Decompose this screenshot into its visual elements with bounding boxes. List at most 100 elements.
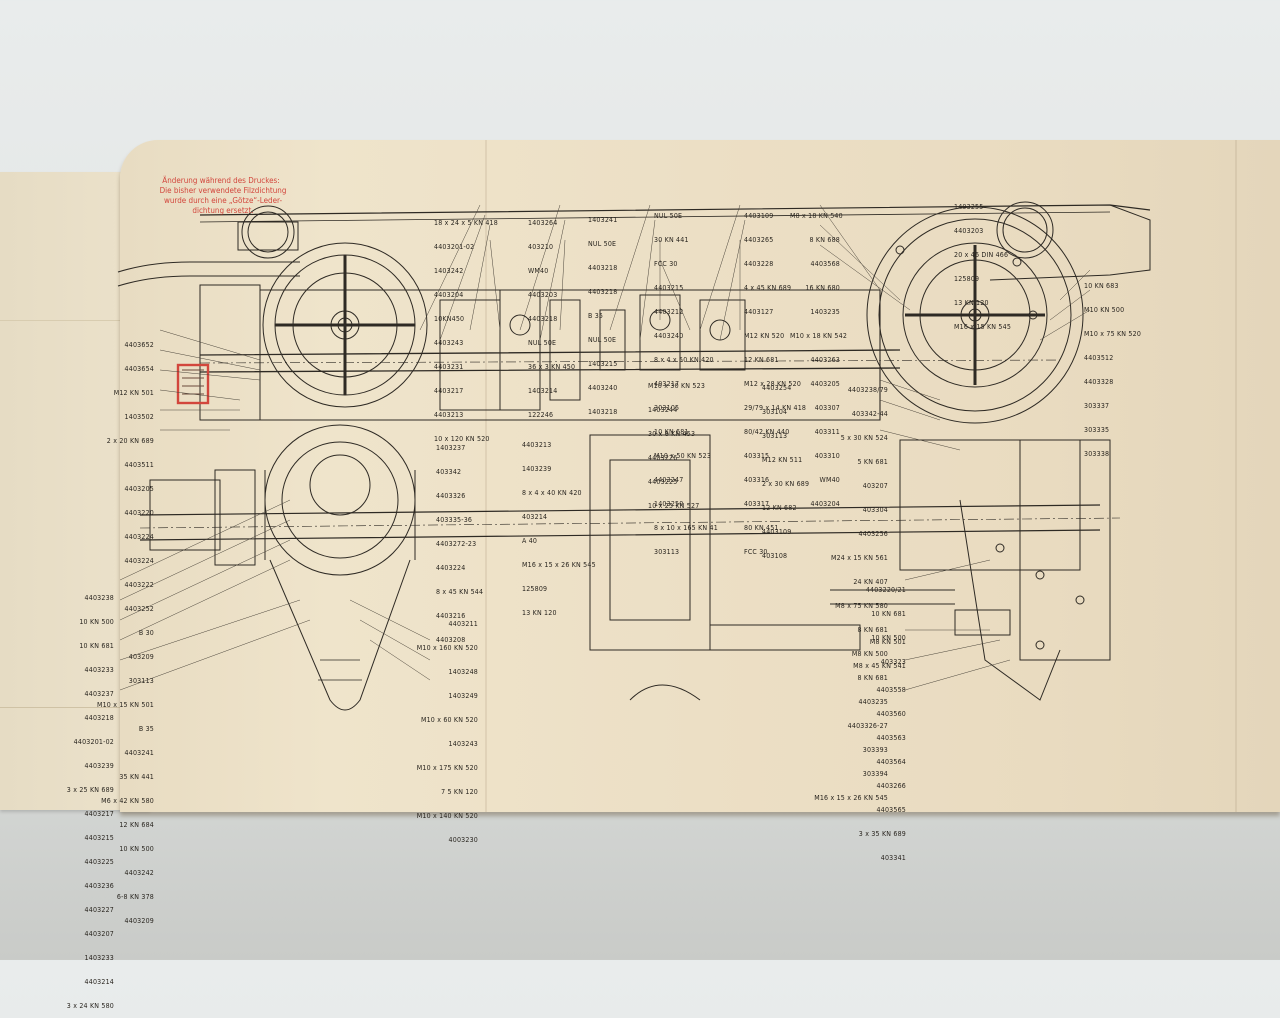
part-label: 4403225 — [84, 858, 114, 866]
part-label: 12 KN 682 — [762, 504, 797, 512]
callout-group-left-lower: 4403238 10 KN 500 10 KN 681 4403233 4403… — [44, 578, 114, 1018]
page-fold-line — [0, 320, 140, 881]
part-label: 4403109 — [744, 212, 774, 220]
part-label: 1403243 — [448, 740, 478, 748]
part-label: M10 x 50 KN 523 — [654, 452, 712, 460]
part-label: M12 KN 520 — [744, 332, 785, 340]
part-label: 13 KN 120 — [522, 609, 557, 617]
part-label: 1403235 — [810, 308, 840, 316]
part-label: NUL 50E — [654, 212, 683, 220]
part-label: NUL 50E — [588, 336, 617, 344]
part-label: 4403263 — [810, 356, 840, 364]
page-fold-line — [0, 707, 140, 708]
part-label: 403310 — [814, 452, 840, 460]
part-label: 8 x 4 x 50 KN 420 — [654, 356, 714, 364]
part-label: 1403249 — [448, 692, 478, 700]
part-label: M12 KN 501 — [113, 389, 154, 397]
part-label: 303105 — [654, 404, 680, 412]
part-label: 4403243 — [434, 339, 464, 347]
part-label: 4403220 — [124, 509, 154, 517]
part-label: 4403326 — [436, 492, 466, 500]
part-label: B 30 — [138, 629, 154, 637]
part-label: 4403240 — [588, 384, 618, 392]
part-label: 4403217 — [84, 810, 114, 818]
callout-group-center-right: 4403254 303104 303113 M12 KN 511 2 x 30 … — [762, 368, 809, 568]
part-label: M24 x 15 KN 561 — [830, 554, 888, 562]
part-label: 4403201-02 — [73, 738, 114, 746]
part-label: 1403215 — [588, 360, 618, 368]
part-label: FCC 30 — [744, 548, 768, 556]
part-label: 8 x 4 x 40 KN 420 — [522, 489, 582, 497]
part-label: 4403218 — [588, 288, 618, 296]
part-label: 4403654 — [124, 365, 154, 373]
callout-group-top-mid-1: 1403264 403210 WM40 4403203 4403218 NUL … — [528, 203, 575, 427]
callout-group-right-side: 10 KN 683 M10 KN 500 M10 x 75 KN 520 440… — [1084, 266, 1141, 466]
part-label: 4403228 — [744, 260, 774, 268]
part-label: M8 x 75 KN 580 — [835, 602, 888, 610]
part-label: 4403109 — [762, 528, 792, 536]
part-label: 4403233 — [84, 666, 114, 674]
callout-group-top-mid-3: NUL 50E 30 KN 441 FCC 30 4403215 4403212… — [654, 196, 718, 564]
part-label: 4403227 — [84, 906, 114, 914]
part-label: NUL 50E — [528, 339, 557, 347]
callout-group-center-shaft: M10 x 30 KN 523 1403244 30 x 8 KN 453 44… — [648, 366, 705, 518]
part-label: M6 x 42 KN 580 — [101, 797, 154, 805]
part-label: 303394 — [862, 770, 888, 778]
part-label: 12 KN 681 — [744, 356, 779, 364]
part-label: 10 KN 681 — [871, 610, 906, 618]
part-label: 403207 — [862, 482, 888, 490]
part-label: 10 KN 681 — [654, 428, 689, 436]
part-label: 4403209 — [124, 917, 154, 925]
part-label: 10 KN 500 — [871, 634, 906, 642]
part-label: 4403216 — [436, 612, 466, 620]
part-label: 4403558 — [876, 686, 906, 694]
part-label: M12 KN 511 — [762, 456, 803, 464]
part-label: 403342 — [436, 468, 462, 476]
part-label: 35 KN 441 — [119, 773, 154, 781]
part-label: 1403241 — [588, 216, 618, 224]
part-label: 3 x 25 KN 689 — [66, 786, 114, 794]
part-label: 4403564 — [876, 758, 906, 766]
part-label: 13 KN 120 — [954, 299, 989, 307]
part-label: 8 KN 681 — [857, 626, 888, 634]
errata-line: wurde durch eine „Götze“-Leder- — [163, 196, 283, 205]
part-label: 303337 — [1084, 402, 1110, 410]
part-label: 4403652 — [124, 341, 154, 349]
part-label: WM40 — [819, 476, 840, 484]
part-label: 4403237 — [84, 690, 114, 698]
part-label: M10 x 30 KN 523 — [648, 382, 706, 390]
part-label: 5 KN 681 — [857, 458, 888, 466]
part-label: 4403213 — [522, 441, 552, 449]
callout-group-bottom-right: M8 KN 501 M8 x 45 KN 541 4403558 4403560… — [846, 622, 906, 870]
part-label: 303104 — [762, 408, 788, 416]
part-label: 122246 — [528, 411, 554, 419]
part-label: A 40 — [522, 537, 538, 545]
part-label: 2 x 20 KN 689 — [106, 437, 154, 445]
part-label: 30 x 8 KN 453 — [648, 430, 696, 438]
part-label: 4403127 — [744, 308, 774, 316]
part-label: 4403205 — [810, 380, 840, 388]
part-label: M16 x 15 KN 545 — [954, 323, 1012, 331]
part-label: 4403205 — [124, 485, 154, 493]
callout-group-center-left: 1403237 403342 4403326 403335-36 4403272… — [436, 428, 483, 652]
part-label: 403311 — [814, 428, 840, 436]
part-label: 4403256 — [858, 530, 888, 538]
part-label: 36 x 3 KN 450 — [528, 363, 576, 371]
part-label: 1403244 — [648, 406, 678, 414]
part-label: 8 x 45 KN 544 — [436, 588, 484, 596]
part-label: 4403563 — [876, 734, 906, 742]
part-label: 4403568 — [810, 260, 840, 268]
part-label: 4403512 — [1084, 354, 1114, 362]
part-label: 6-8 KN 378 — [116, 893, 154, 901]
callout-group-right-mid: 4403238/79 403342-44 5 x 30 KN 524 5 KN … — [812, 370, 888, 810]
part-label: 4403204 — [810, 500, 840, 508]
part-label: M16 x 15 x 26 KN 545 — [814, 794, 888, 802]
part-label: 303335 — [1084, 426, 1110, 434]
part-label: 4403218 — [588, 264, 618, 272]
part-label: 303393 — [862, 746, 888, 754]
part-label: 403108 — [762, 552, 788, 560]
part-label: 403317 — [744, 500, 770, 508]
part-label: 2 x 30 KN 689 — [762, 480, 810, 488]
part-label: M12 x 28 KN 520 — [744, 380, 802, 388]
part-label: 303338 — [1084, 450, 1110, 458]
